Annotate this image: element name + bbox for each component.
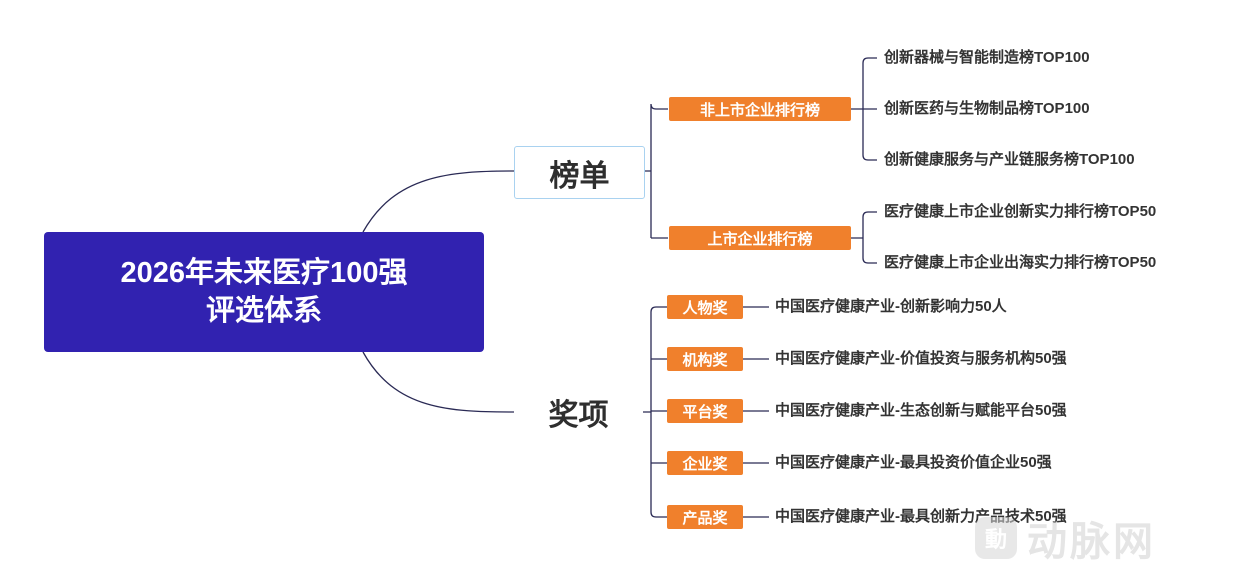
edge-awards-tags (643, 306, 667, 518)
leaf-listed-overseas-top50: 医疗健康上市企业出海实力排行榜TOP50 (884, 254, 1157, 271)
tag-listed-ranking: 上市企业排行榜 (669, 226, 851, 250)
watermark-text: 动脉网 (1027, 520, 1156, 564)
leaf-institution-award-text: 中国医疗健康产业-价值投资与服务机构50强 (775, 350, 1067, 367)
watermark: 動 动脉网 (975, 512, 1156, 564)
tag-institution-award: 机构奖 (667, 347, 743, 371)
root-title-line2: 评选体系 (205, 295, 322, 327)
branch-awards: 奖项 (548, 399, 609, 432)
tag-person-award: 人物奖 (667, 295, 743, 319)
edge-list-groups (643, 103, 668, 239)
root-title-line1: 2026年未来医疗100强 (120, 257, 408, 289)
edge-group2-items (851, 211, 877, 264)
edge-award-leaves (743, 306, 769, 518)
tag-enterprise-award: 企业奖 (667, 451, 743, 475)
leaf-pharma-top100: 创新医药与生物制品榜TOP100 (884, 100, 1090, 117)
leaf-enterprise-award-text: 中国医疗健康产业-最具投资价值企业50强 (775, 454, 1052, 471)
root-node: 2026年未来医疗100强 评选体系 (44, 232, 484, 352)
leaf-person-award-text: 中国医疗健康产业-创新影响力50人 (775, 298, 1007, 315)
leaf-platform-award-text: 中国医疗健康产业-生态创新与赋能平台50强 (775, 402, 1067, 419)
watermark-logo-icon: 動 (975, 517, 1017, 559)
edge-root-list (362, 170, 515, 233)
edge-group1-items (851, 57, 877, 161)
tag-platform-award: 平台奖 (667, 399, 743, 423)
leaf-service-top100: 创新健康服务与产业链服务榜TOP100 (884, 151, 1135, 168)
tag-product-award: 产品奖 (667, 505, 743, 529)
branch-list: 榜单 (514, 146, 645, 199)
leaf-listed-innovation-top50: 医疗健康上市企业创新实力排行榜TOP50 (884, 203, 1157, 220)
leaf-device-top100: 创新器械与智能制造榜TOP100 (884, 49, 1090, 66)
tag-unlisted-ranking: 非上市企业排行榜 (669, 97, 851, 121)
edge-root-awards (362, 351, 515, 413)
